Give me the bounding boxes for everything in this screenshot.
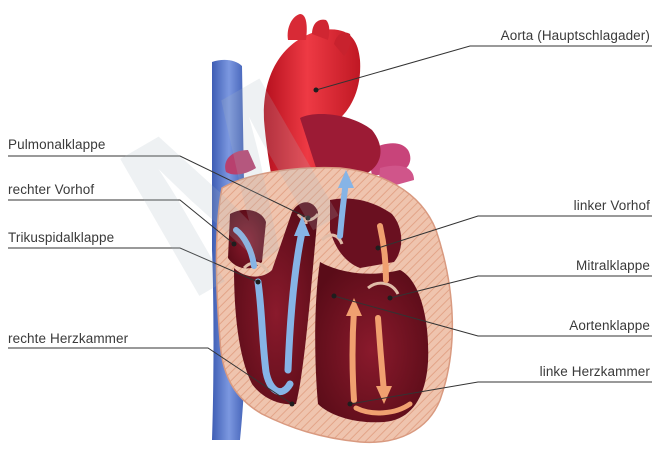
flow-arrow-lv-up bbox=[353, 310, 355, 400]
label-trikuspidalklappe: Trikuspidalklappe bbox=[8, 230, 114, 246]
aorta-branch-1 bbox=[288, 14, 307, 40]
label-rechter-vorhof: rechter Vorhof bbox=[8, 182, 94, 198]
label-rechte-herzkammer: rechte Herzkammer bbox=[8, 331, 128, 347]
label-linker-vorhof: linker Vorhof bbox=[574, 198, 650, 214]
label-mitralklappe: Mitralklappe bbox=[576, 258, 650, 274]
label-pulmonalklappe: Pulmonalklappe bbox=[8, 137, 105, 153]
leader-aorta bbox=[316, 46, 652, 90]
label-linke-herzkammer: linke Herzkammer bbox=[540, 364, 650, 380]
label-aorta: Aorta (Hauptschlagader) bbox=[501, 28, 650, 44]
label-aortenklappe: Aortenklappe bbox=[569, 318, 650, 334]
